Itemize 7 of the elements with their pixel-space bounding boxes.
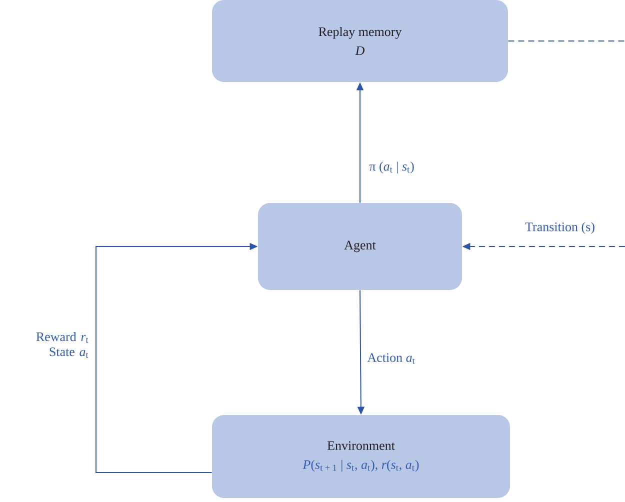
process-box: Agent	[258, 203, 462, 290]
edge-label: Reward r$_{t}$ State a$_{t}$	[36, 332, 88, 358]
edge-label: π (a$_{t}$ | s$_{t}$)	[369, 162, 414, 174]
edge-label: Transition (s)	[525, 222, 594, 234]
edge-label: Action a$_{t}$	[367, 353, 415, 364]
process-box: Replay memory D	[212, 0, 508, 82]
process-box: Environment P(s$_{t + 1}$ | s$_{t}$, a$_{t}$), r(s$_{t}$, a$_{t}$)	[212, 415, 510, 498]
